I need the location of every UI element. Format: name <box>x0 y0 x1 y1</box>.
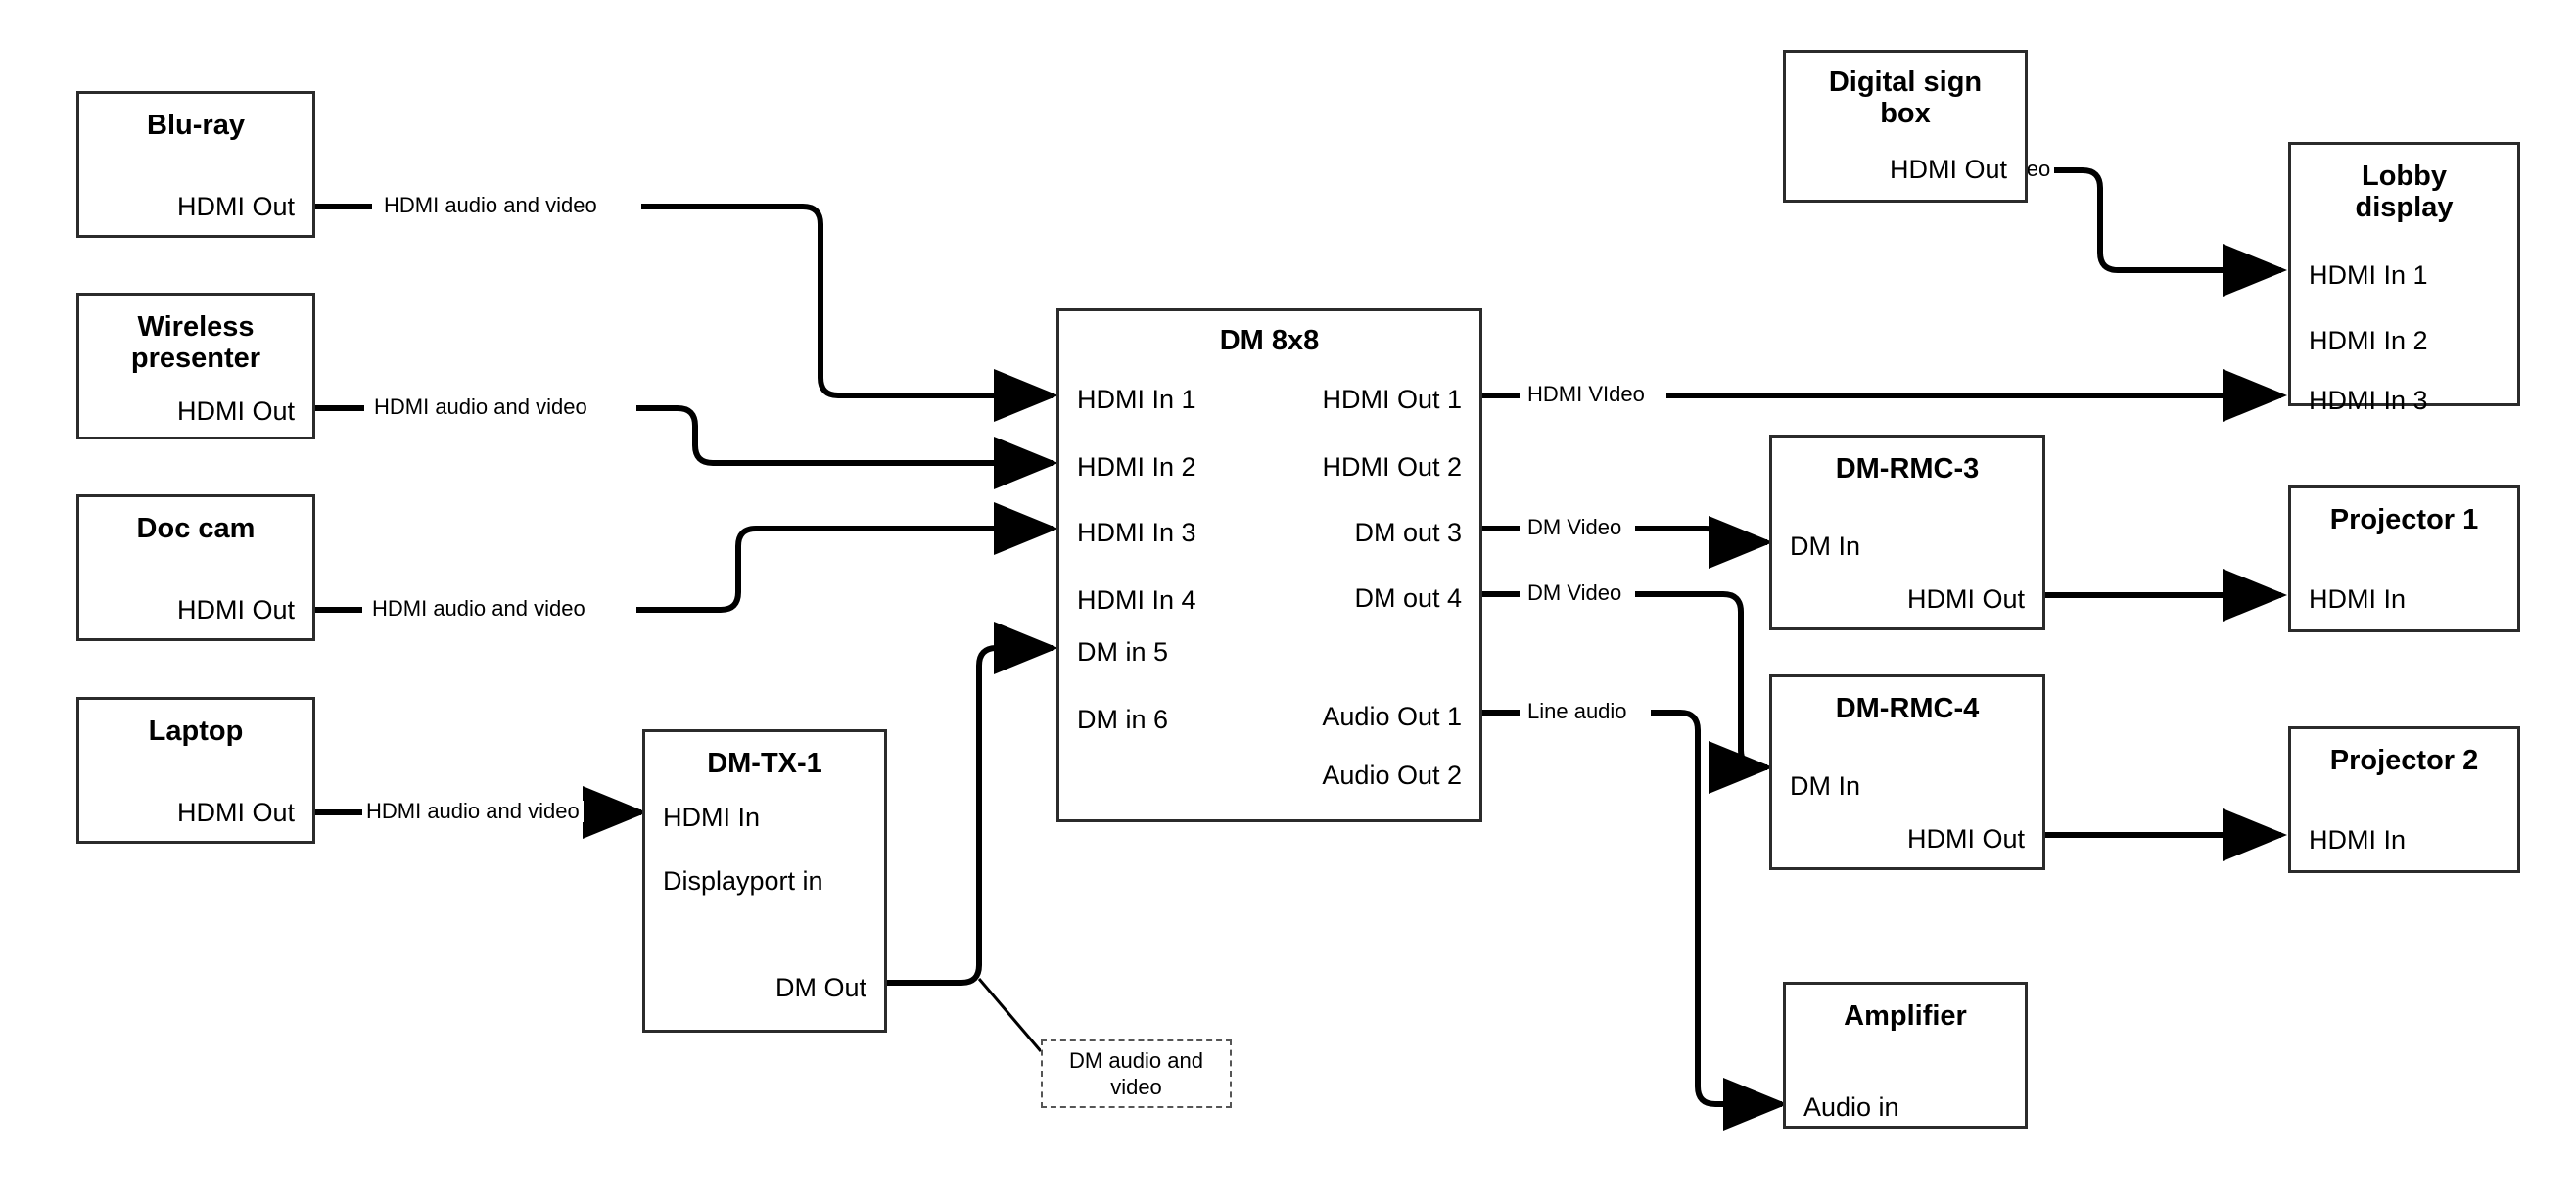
port-lobby-display-hdmi-in-3[interactable]: HDMI In 3 <box>2309 386 2428 415</box>
note-dm-audio-and-video: DM audio and video <box>1041 1039 1232 1108</box>
node-wireless-presenter-title: Wireless presenter <box>130 311 261 375</box>
edge-tx-note-leader <box>977 978 1043 1052</box>
node-dm-8x8[interactable]: DM 8x8 HDMI In 1 HDMI In 2 HDMI In 3 HDM… <box>1056 308 1482 822</box>
note-dm-audio-and-video-text: DM audio and video <box>1069 1047 1203 1100</box>
edge-dm-to-amp <box>1479 710 1782 1104</box>
edge-doccam-to-dm <box>315 529 1053 613</box>
port-dm-8x8-hdmi-in-2[interactable]: HDMI In 2 <box>1077 452 1196 482</box>
port-dm-rmc-3-dm-in[interactable]: DM In <box>1790 531 1861 561</box>
port-laptop-hdmi-out[interactable]: HDMI Out <box>176 798 295 827</box>
port-lobby-display-hdmi-in-1[interactable]: HDMI In 1 <box>2309 260 2428 290</box>
port-dm-8x8-hdmi-out-2[interactable]: HDMI Out 2 <box>1322 452 1462 482</box>
node-laptop-title: Laptop <box>148 716 244 747</box>
port-lobby-display-hdmi-in-2[interactable]: HDMI In 2 <box>2309 326 2428 355</box>
port-blu-ray-hdmi-out[interactable]: HDMI Out <box>176 192 295 221</box>
node-lobby-display[interactable]: Lobby display HDMI In 1 HDMI In 2 HDMI I… <box>2288 142 2520 414</box>
port-dm-8x8-audio-out-2[interactable]: Audio Out 2 <box>1322 761 1462 790</box>
port-digital-sign-box-hdmi-out[interactable]: HDMI Out <box>1889 155 2007 184</box>
port-dm-8x8-dm-out-4[interactable]: DM out 4 <box>1354 583 1462 613</box>
port-dm-8x8-dm-in-5[interactable]: DM in 5 <box>1077 637 1169 667</box>
port-projector-1-hdmi-in[interactable]: HDMI In <box>2309 584 2407 614</box>
port-dm-8x8-audio-out-1[interactable]: Audio Out 1 <box>1322 702 1462 731</box>
node-amplifier[interactable]: Amplifier Audio in <box>1783 982 2028 1129</box>
edge-label-dm-to-rmc4: DM Video <box>1523 582 1626 604</box>
edge-label-doccam-to-dm: HDMI audio and video <box>368 598 589 620</box>
node-digital-sign-box-title: Digital sign box <box>1828 67 1983 130</box>
edge-label-wireless-to-dm: HDMI audio and video <box>370 396 591 418</box>
node-projector-1-title: Projector 1 <box>2329 504 2479 535</box>
port-dm-8x8-hdmi-in-3[interactable]: HDMI In 3 <box>1077 518 1196 547</box>
port-projector-2-hdmi-in[interactable]: HDMI In <box>2309 825 2407 855</box>
port-dm-rmc-4-hdmi-out[interactable]: HDMI Out <box>1906 824 2025 854</box>
node-lobby-display-title: Lobby display <box>2355 161 2454 224</box>
port-dm-tx-1-dm-out[interactable]: DM Out <box>774 973 866 1002</box>
node-dm-8x8-title: DM 8x8 <box>1219 325 1320 356</box>
node-projector-2[interactable]: Projector 2 HDMI In <box>2288 726 2520 873</box>
node-blu-ray-title: Blu-ray <box>147 110 245 141</box>
edge-label-laptop-to-tx: HDMI audio and video <box>362 801 584 822</box>
node-dm-rmc-4[interactable]: DM-RMC-4 DM In HDMI Out <box>1769 674 2045 870</box>
edge-tx-to-dm <box>886 622 1058 986</box>
node-blu-ray[interactable]: Blu-ray HDMI Out <box>76 91 315 238</box>
node-dm-rmc-3-title: DM-RMC-3 <box>1835 453 1980 485</box>
edge-bluray-to-dm <box>315 204 1053 395</box>
port-dm-8x8-hdmi-in-4[interactable]: HDMI In 4 <box>1077 585 1196 615</box>
edge-wireless-to-dm <box>315 408 1053 463</box>
port-dm-8x8-hdmi-in-1[interactable]: HDMI In 1 <box>1077 385 1196 414</box>
port-wireless-presenter-hdmi-out[interactable]: HDMI Out <box>176 396 295 426</box>
node-amplifier-title: Amplifier <box>1844 1000 1967 1032</box>
port-dm-tx-1-hdmi-in[interactable]: HDMI In <box>663 803 761 832</box>
edge-label-bluray-to-dm: HDMI audio and video <box>380 195 601 216</box>
node-dm-tx-1[interactable]: DM-TX-1 HDMI In Displayport in DM Out <box>642 729 887 1033</box>
node-projector-2-title: Projector 2 <box>2329 745 2479 776</box>
edge-label-dm-to-rmc3: DM Video <box>1523 517 1626 538</box>
port-dm-8x8-dm-in-6[interactable]: DM in 6 <box>1077 705 1169 734</box>
node-projector-1[interactable]: Projector 1 HDMI In <box>2288 485 2520 632</box>
node-laptop[interactable]: Laptop HDMI Out <box>76 697 315 844</box>
node-wireless-presenter[interactable]: Wireless presenter HDMI Out <box>76 293 315 439</box>
node-doc-cam-title: Doc cam <box>136 513 256 544</box>
node-dm-tx-1-title: DM-TX-1 <box>707 748 822 779</box>
node-digital-sign-box[interactable]: Digital sign box HDMI Out <box>1783 50 2028 203</box>
edge-label-dm-to-lobby: HDMI VIdeo <box>1523 384 1649 405</box>
port-dm-8x8-hdmi-out-1[interactable]: HDMI Out 1 <box>1322 385 1462 414</box>
node-dm-rmc-3[interactable]: DM-RMC-3 DM In HDMI Out <box>1769 435 2045 630</box>
node-doc-cam[interactable]: Doc cam HDMI Out <box>76 494 315 641</box>
edge-label-dm-to-amp: Line audio <box>1523 701 1631 722</box>
edge-dm-to-rmc3 <box>1479 529 1767 542</box>
port-amplifier-audio-in[interactable]: Audio in <box>1803 1092 1899 1122</box>
port-dm-rmc-3-hdmi-out[interactable]: HDMI Out <box>1906 584 2025 614</box>
port-dm-8x8-dm-out-3[interactable]: DM out 3 <box>1354 518 1462 547</box>
port-doc-cam-hdmi-out[interactable]: HDMI Out <box>176 595 295 624</box>
node-dm-rmc-4-title: DM-RMC-4 <box>1835 693 1980 724</box>
port-dm-tx-1-displayport-in[interactable]: Displayport in <box>663 866 823 896</box>
edge-dm-to-rmc4 <box>1479 591 1767 767</box>
port-dm-rmc-4-dm-in[interactable]: DM In <box>1790 771 1861 801</box>
